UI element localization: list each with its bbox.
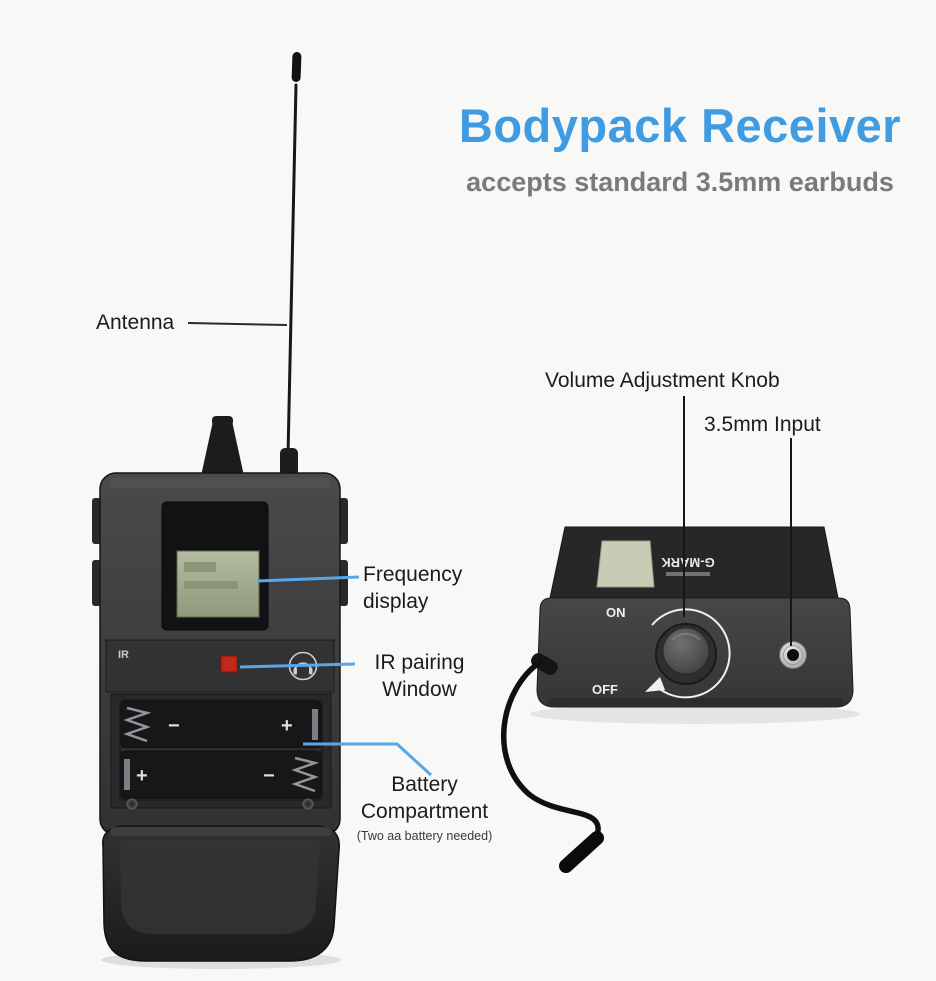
callout-antenna: Antenna (96, 311, 175, 334)
callout-volume-knob: Volume Adjustment Knob (545, 369, 780, 392)
antenna-mount (280, 448, 298, 476)
antenna-wire (286, 83, 298, 457)
callout-ir-pairing: IR pairing Window (352, 649, 487, 703)
top-view-photo: G-MARK ON OFF (500, 526, 860, 873)
brand-marking: G-MARK (661, 555, 715, 570)
battery-leader-line (303, 742, 433, 777)
callout-ir-line2: Window (382, 678, 457, 701)
page-title: Bodypack Receiver (458, 99, 902, 152)
page-subtitle: accepts standard 3.5mm earbuds (466, 167, 894, 197)
earphone-plug (559, 831, 604, 873)
rotation-arrowhead (645, 677, 665, 692)
audio-jack-35mm (779, 641, 807, 669)
frequency-leader-line (256, 575, 360, 583)
battery-spring (123, 706, 152, 743)
antenna-leader-line (187, 322, 288, 326)
battery-compartment: − + + − (110, 693, 332, 809)
ir-pairing-window (220, 655, 238, 673)
earphone-cable (500, 659, 601, 839)
callout-battery-line2: Compartment (360, 800, 489, 823)
battery-note: (Two aa battery needed) (356, 829, 493, 843)
right-tab-upper (339, 498, 348, 544)
case-screw (302, 798, 314, 810)
off-marking: OFF (592, 682, 618, 697)
callout-battery-compartment: Battery Compartment (352, 771, 497, 825)
callout-battery-line1: Battery (391, 773, 458, 796)
rotation-indicator-arc (651, 608, 731, 699)
cable-gland (531, 653, 558, 675)
top-bevel-highlight (109, 478, 331, 488)
lcd-segment (184, 562, 216, 572)
on-marking: ON (606, 605, 626, 620)
callout-35mm-input: 3.5mm Input (704, 413, 821, 436)
brand-subtext-bar (666, 572, 710, 576)
left-tab-upper (92, 498, 101, 544)
left-tab-lower (92, 560, 101, 606)
slot-divider (121, 748, 321, 751)
top-face-edge (548, 698, 844, 706)
battery-contact (312, 709, 318, 740)
output-plug-cap (212, 416, 233, 426)
ir-marking: IR (118, 649, 129, 661)
lcd-screen-top-view (596, 540, 655, 588)
callout-frequency-display: Frequency display (363, 561, 462, 615)
callout-frequency-line1: Frequency (363, 563, 463, 586)
antenna-tip (291, 52, 302, 83)
ir-leader-line (239, 662, 356, 669)
case-screw (126, 798, 138, 810)
top-device-shadow (530, 704, 860, 724)
right-tab-lower (339, 560, 348, 606)
output-plug-cover (201, 421, 244, 476)
polarity-plus: + (136, 765, 148, 787)
callout-ir-line1: IR pairing (374, 651, 465, 674)
lcd-segment (184, 581, 238, 589)
callout-frequency-line2: display (363, 590, 429, 613)
battery-door-open (102, 825, 340, 962)
battery-contact (124, 759, 130, 790)
battery-slot-2 (120, 750, 322, 799)
polarity-minus: − (263, 765, 275, 787)
battery-spring (291, 756, 320, 793)
front-view-photo: IR − + + − (92, 52, 348, 969)
polarity-minus: − (168, 715, 180, 737)
volume-knob (655, 623, 717, 685)
polarity-plus: + (281, 715, 293, 737)
